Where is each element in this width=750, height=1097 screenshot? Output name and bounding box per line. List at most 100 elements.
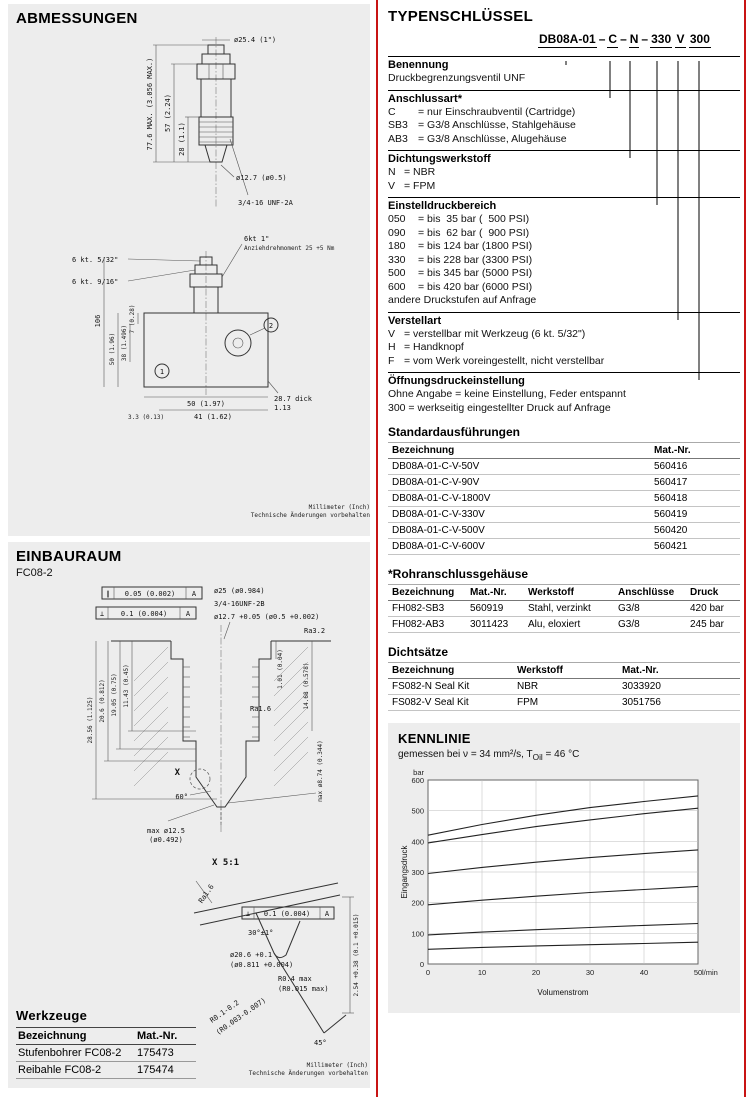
dim-dia-20-6: ø20.6 +0.1 (230, 951, 272, 959)
dim-total-height: 77.6 MAX. (3.056 MAX.) (146, 58, 154, 151)
section-line: V= FPM (388, 179, 436, 192)
detail-perpendicularity-icon: ⊥ (246, 910, 250, 918)
svg-text:600: 600 (411, 776, 424, 785)
dim-hex-top: 6kt 1" (244, 235, 269, 243)
valve-side-view: ø25.4 (1") 77.6 MAX. (3.056 MAX.) 57 (2.… (146, 36, 294, 207)
svg-text:500: 500 (411, 807, 424, 816)
mat-nr: 560421 (650, 538, 740, 555)
section-line: F= vom Werk voreingestellt, nicht verste… (388, 354, 605, 367)
code-dash: – (641, 32, 649, 46)
tolerance-1-value: 0.05 (0.002) (125, 590, 176, 598)
col-bezeichnung: Bezeichnung (388, 662, 513, 679)
svg-text:30: 30 (586, 968, 594, 977)
material: Stahl, verzinkt (524, 600, 614, 617)
surface-ra16-label: Ra1.6 (250, 705, 271, 713)
dim-20-6: 20.6 (0.812) (99, 679, 106, 722)
section-heading: Dichtungswerkstoff (388, 153, 491, 165)
dim-50-width: 50 (1.97) (187, 400, 225, 408)
table-row: DB08A-01-C-V-50V 560416 (388, 458, 740, 475)
section-einstelldruckbereich: Einstelldruckbereich 050= bis 35 bar ( 5… (388, 197, 740, 308)
dichtsaetze-table: Bezeichnung Werkstoff Mat.-Nr. FS082-N S… (388, 662, 740, 711)
dim-r0-4: R0.4 max (278, 975, 312, 983)
dim-hex-adjust: 6 kt. 5/32" (72, 256, 118, 264)
dim-106: 106 (94, 315, 102, 328)
type-designation: DB08A-01-C-V-500V (388, 522, 650, 539)
code-part-model: DB08A-01 (538, 32, 597, 48)
code-dash: – (598, 32, 606, 46)
svg-text:300: 300 (411, 868, 424, 877)
svg-text:20: 20 (532, 968, 540, 977)
col-werkstoff: Werkstoff (524, 584, 614, 601)
seal-kit-designation: FS082-N Seal Kit (388, 678, 513, 695)
einbauraum-title: EINBAURAUM (16, 548, 122, 565)
pressure: 420 bar (686, 600, 740, 617)
section-line: 180= bis 124 bar (1800 PSI) (388, 240, 533, 252)
detail-tolerance-datum: A (325, 910, 330, 918)
section-line: V= verstellbar mit Werkzeug (6 kt. 5/32"… (388, 327, 586, 340)
right-column: TYPENSCHLÜSSEL DB08A-01–C–N–330 V 300 Be… (388, 0, 740, 1013)
type-designation: DB08A-01-C-V-1800V (388, 490, 650, 507)
detail-x-marker: X (175, 768, 181, 778)
section-heading: Anschlussart* (388, 92, 462, 105)
type-designation: DB08A-01-C-V-90V (388, 474, 650, 491)
dim-hex-locknut: 6 kt. 9/16" (72, 278, 118, 286)
material: FPM (513, 694, 618, 711)
mat-nr: 560417 (650, 474, 740, 491)
cavity-section-view: ∥ 0.05 (0.002) A ⊥ 0.1 (0.004) A ø25 (ø0… (87, 586, 331, 844)
section-anschlussart: Anschlussart* C= nur Einschraubventil (C… (388, 89, 740, 147)
tool-name: Reibahle FC08-2 (16, 1061, 135, 1079)
section-line: andere Druckstufen auf Anfrage (388, 294, 537, 306)
section-heading: Einstelldruckbereich (388, 200, 497, 212)
mat-nr: 3011423 (466, 616, 524, 633)
tool-name: Stufenbohrer FC08-2 (16, 1044, 135, 1062)
code-dash: – (620, 32, 627, 46)
svg-text:0: 0 (420, 960, 424, 969)
tolerance-2-datum: A (186, 610, 191, 618)
dim-14-68: 14.68 (0.578) (303, 663, 310, 710)
einbauraum-panel: EINBAURAUM FC08-2 ∥ 0.05 (0.002) A ⊥ 0.1… (8, 542, 370, 1088)
col-anschluesse: Anschlüsse (614, 584, 686, 601)
rohranschlussgehaeuse-table: Bezeichnung Mat.-Nr. Werkstoff Anschlüss… (388, 584, 740, 633)
col-matnr: Mat.-Nr. (135, 1027, 196, 1045)
material: Alu, eloxiert (524, 616, 614, 633)
dim-28-56: 28.56 (1.125) (87, 697, 94, 744)
dim-thread-unf2b: 3/4-16UNF-2B (214, 600, 265, 608)
ports: G3/8 (614, 616, 686, 633)
svg-text:100: 100 (411, 929, 424, 938)
dim-dia-25: ø25 (ø0.984) (214, 587, 265, 595)
page-edge-rule (744, 0, 746, 1097)
type-designation: DB08A-01-C-V-50V (388, 458, 650, 475)
dim-30deg: 30°±1° (248, 929, 273, 937)
kennlinie-panel: KENNLINIE gemessen bei ν = 34 mm²/s, TOi… (388, 723, 740, 1013)
housing-designation: FH082-AB3 (388, 616, 466, 633)
perpendicularity-icon: ⊥ (100, 610, 104, 618)
section-line: 050= bis 35 bar ( 500 PSI) (388, 213, 530, 225)
code-part-dichtung: N (628, 32, 640, 48)
section-line: C= nur Einschraubventil (Cartridge) (388, 105, 576, 118)
cavity-code: FC08-2 (16, 567, 53, 579)
tolerance-2-value: 0.1 (0.004) (121, 610, 167, 618)
housing-designation: FH082-SB3 (388, 600, 466, 617)
table-row: FS082-N Seal Kit NBR 3033920 (388, 678, 740, 695)
material: NBR (513, 678, 618, 695)
svg-text:l/min: l/min (702, 968, 718, 977)
valve-installation-view: 6kt 1" Anziehdrehmoment 25 +5 Nm 6 kt. 5… (72, 235, 335, 421)
section-line: 600= bis 420 bar (6000 PSI) (388, 280, 533, 293)
svg-text:40: 40 (640, 968, 648, 977)
table-row: DB08A-01-C-V-90V 560417 (388, 474, 740, 491)
parallelism-icon: ∥ (106, 590, 110, 598)
section-line: N= NBR (388, 166, 436, 178)
dim-41: 41 (1.62) (194, 413, 232, 421)
abmessungen-title: ABMESSUNGEN (16, 10, 138, 27)
column-divider (376, 0, 378, 1097)
table-row: Stufenbohrer FC08-2 175473 (16, 1044, 196, 1062)
rohranschlussgehaeuse-title: *Rohranschlussgehäuse (388, 567, 529, 581)
dim-r0-4-inch: (R0.015 max) (278, 985, 329, 993)
cavity-drawing: ∥ 0.05 (0.002) A ⊥ 0.1 (0.004) A ø25 (ø0… (87, 586, 368, 1077)
dichtsaetze-title: Dichtsätze (388, 645, 449, 659)
dim-60deg: 60° (175, 793, 188, 801)
seal-kit-designation: FS082-V Seal Kit (388, 694, 513, 711)
svg-text:10: 10 (478, 968, 486, 977)
standardausfuehrungen-title: Standardausführungen (388, 425, 521, 439)
table-row: DB08A-01-C-V-500V 560420 (388, 522, 740, 539)
